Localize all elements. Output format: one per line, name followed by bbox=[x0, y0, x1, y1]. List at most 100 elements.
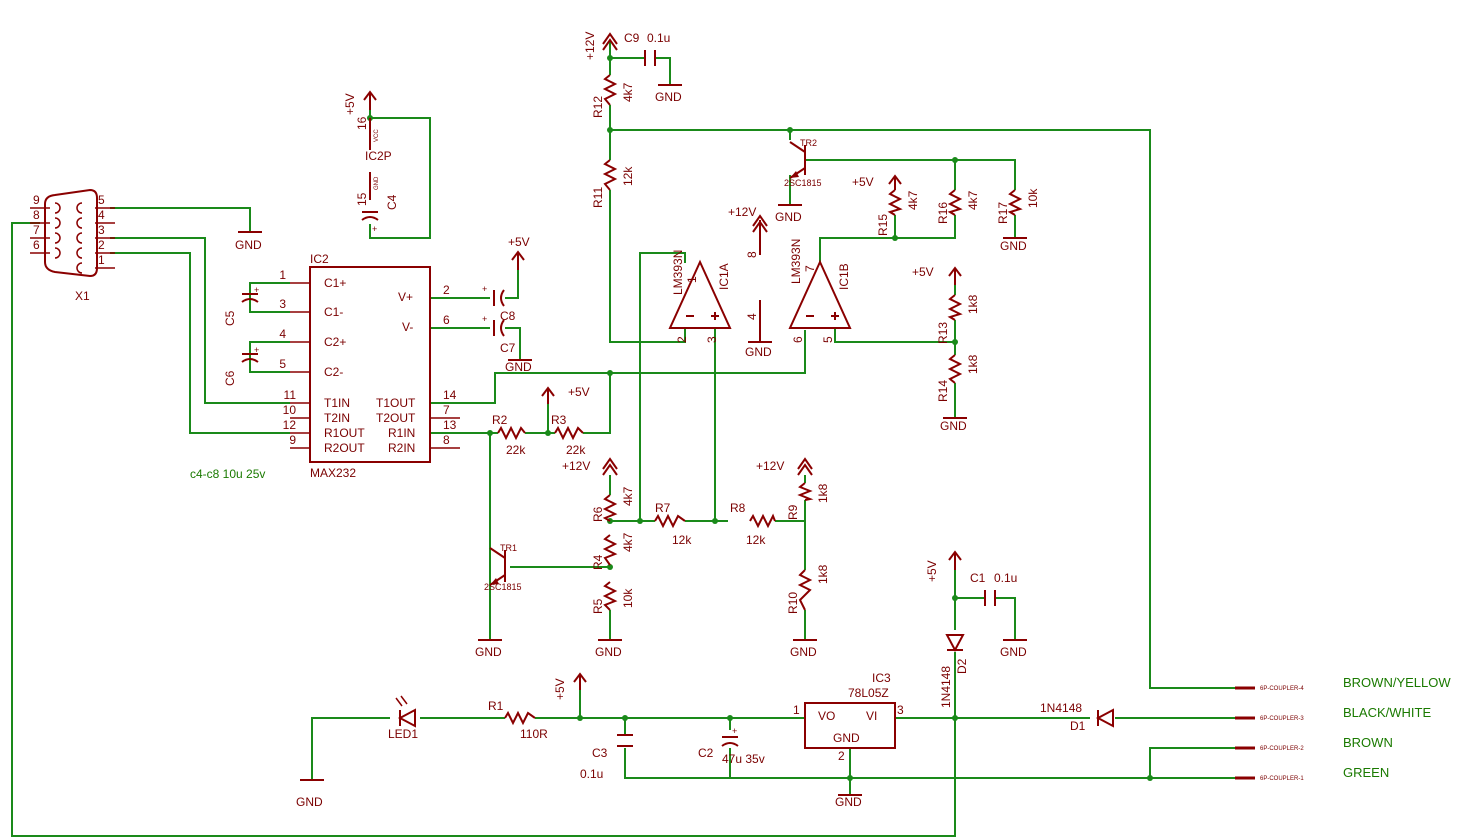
r6-label: R6 bbox=[591, 506, 605, 522]
ic2-c2p: C2+ bbox=[324, 335, 346, 349]
x1-pin-2: 2 bbox=[98, 238, 105, 252]
coupler-1: 6P-COUPLER-1 GREEN bbox=[1235, 765, 1389, 782]
opamp-ic1b: 7 6 5 LM393N IC1B bbox=[788, 239, 852, 343]
svg-text:GND: GND bbox=[835, 795, 862, 809]
tr2-name: TR2 bbox=[800, 138, 817, 148]
r9-body bbox=[797, 482, 814, 501]
p12v-ic1: +12V bbox=[728, 205, 768, 233]
r6-body bbox=[602, 494, 618, 522]
svg-text:GND: GND bbox=[1000, 239, 1027, 253]
r3-body bbox=[554, 425, 584, 441]
ic2-t2in: T2IN bbox=[324, 411, 350, 425]
cap-c8: + C8 bbox=[482, 284, 516, 323]
svg-text:+12V: +12V bbox=[756, 459, 784, 473]
svg-text:+5V: +5V bbox=[568, 385, 590, 399]
gnd-ic1: GND bbox=[745, 341, 772, 359]
svg-text:GND: GND bbox=[655, 90, 682, 104]
r3-value: 22k bbox=[566, 443, 586, 457]
ic2-vminus: V- bbox=[402, 320, 413, 334]
connector-x1: 9 8 7 6 5 4 3 2 1 X1 bbox=[30, 188, 115, 303]
coupler-3-color: BLACK/WHITE bbox=[1343, 705, 1431, 720]
x1-pin-8: 8 bbox=[33, 208, 40, 222]
r8-label: R8 bbox=[730, 501, 746, 515]
c1-value: 0.1u bbox=[994, 571, 1017, 585]
r7-value: 12k bbox=[672, 533, 692, 547]
r10-label: R10 bbox=[786, 592, 800, 614]
c6-label: C6 bbox=[223, 370, 237, 386]
ic2-name: IC2 bbox=[310, 252, 329, 266]
ic2p-gnd: GND bbox=[374, 176, 380, 190]
ic1-pin-4: 4 bbox=[745, 313, 759, 320]
svg-text:+: + bbox=[482, 284, 487, 294]
cap-c1: C1 0.1u bbox=[970, 571, 1017, 606]
svg-text:GND: GND bbox=[1000, 645, 1027, 659]
r2-value: 22k bbox=[506, 443, 526, 457]
led-led1: LED1 bbox=[388, 695, 418, 741]
ic2-pin-4: 4 bbox=[279, 327, 286, 341]
ic3-vo: VO bbox=[818, 709, 835, 723]
ic2-pin-12: 12 bbox=[283, 418, 297, 432]
ic2-max232: IC2 MAX232 1 C1+ 3 C1- 4 C2+ 5 C2- 11 T1… bbox=[279, 252, 460, 480]
r15-value: 4k7 bbox=[906, 190, 920, 210]
cap-c9: C9 0.1u bbox=[624, 31, 670, 66]
r10-body bbox=[797, 569, 813, 611]
svg-text:+12V: +12V bbox=[728, 205, 756, 219]
p5v-d2: +5V bbox=[925, 550, 962, 582]
coupler-4: 6P-COUPLER-4 BROWN/YELLOW bbox=[1235, 675, 1451, 692]
ic2-t1in: T1IN bbox=[324, 396, 350, 410]
ic2-t2out: T2OUT bbox=[376, 411, 416, 425]
ic2-pin-1: 1 bbox=[279, 268, 286, 282]
gnd-tr2: GND bbox=[775, 204, 802, 224]
coupler-2-color: BROWN bbox=[1343, 735, 1393, 750]
ic1b-pin-plus: 5 bbox=[821, 336, 835, 343]
svg-text:+5V: +5V bbox=[852, 175, 874, 189]
ic2-r2out: R2OUT bbox=[324, 441, 365, 455]
ic3-vi: VI bbox=[866, 709, 877, 723]
ic1a-pin-minus: 2 bbox=[675, 336, 689, 343]
r12-label: R12 bbox=[591, 96, 605, 118]
c3-value: 0.1u bbox=[580, 767, 603, 781]
ic2p-power: IC2P 16 VCC 15 GND bbox=[355, 116, 392, 206]
ic2-pin-5: 5 bbox=[279, 357, 286, 371]
r11-label: R11 bbox=[591, 187, 605, 208]
gnd-c7: GND bbox=[505, 359, 532, 374]
diode-d2: 1N4148 D2 bbox=[939, 634, 969, 708]
r1-body bbox=[504, 710, 536, 726]
c9-label: C9 bbox=[624, 31, 640, 45]
p5v-ic2p: +5V bbox=[343, 90, 377, 115]
r8-body bbox=[749, 513, 776, 529]
cap-c3: C3 0.1u bbox=[580, 734, 633, 781]
p12v-r9: +12V bbox=[756, 457, 813, 476]
r14-body bbox=[947, 354, 963, 384]
ic1b-pin-minus: 6 bbox=[791, 336, 805, 343]
gnd-x1: GND bbox=[235, 231, 262, 252]
r13-label: R13 bbox=[936, 322, 950, 344]
ic2-t1out: T1OUT bbox=[376, 396, 416, 410]
x1-pin-6: 6 bbox=[33, 238, 40, 252]
gnd-r10: GND bbox=[790, 639, 817, 659]
transistor-tr2: TR2 2SC1815 bbox=[784, 138, 822, 188]
svg-text:GND: GND bbox=[790, 645, 817, 659]
ic2-pin-2: 2 bbox=[443, 283, 450, 297]
svg-text:GND: GND bbox=[775, 210, 802, 224]
cap-c6: + C6 bbox=[223, 345, 259, 386]
coupler-4-color: BROWN/YELLOW bbox=[1343, 675, 1451, 690]
ic2-pin-14: 14 bbox=[443, 388, 457, 402]
ic2p-pin-16: 16 bbox=[355, 116, 369, 130]
r11-body bbox=[602, 159, 618, 191]
coupler-1-color: GREEN bbox=[1343, 765, 1389, 780]
svg-text:GND: GND bbox=[296, 795, 323, 809]
svg-text:+: + bbox=[482, 314, 487, 324]
ic1-pin-8: 8 bbox=[745, 251, 759, 258]
ic2-pin-10: 10 bbox=[283, 403, 297, 417]
r7-body bbox=[654, 513, 686, 529]
svg-text:GND: GND bbox=[505, 360, 532, 374]
ic3-pin-gnd: 2 bbox=[838, 749, 845, 763]
ic2-r1out: R1OUT bbox=[324, 426, 365, 440]
d1-type: 1N4148 bbox=[1040, 701, 1082, 715]
ic1a-pin-out: 1 bbox=[685, 276, 699, 283]
cap-c5: + C5 bbox=[223, 285, 259, 326]
r9-value: 1k8 bbox=[816, 483, 830, 503]
cap-c2: + C2 47u 35v bbox=[698, 726, 765, 766]
